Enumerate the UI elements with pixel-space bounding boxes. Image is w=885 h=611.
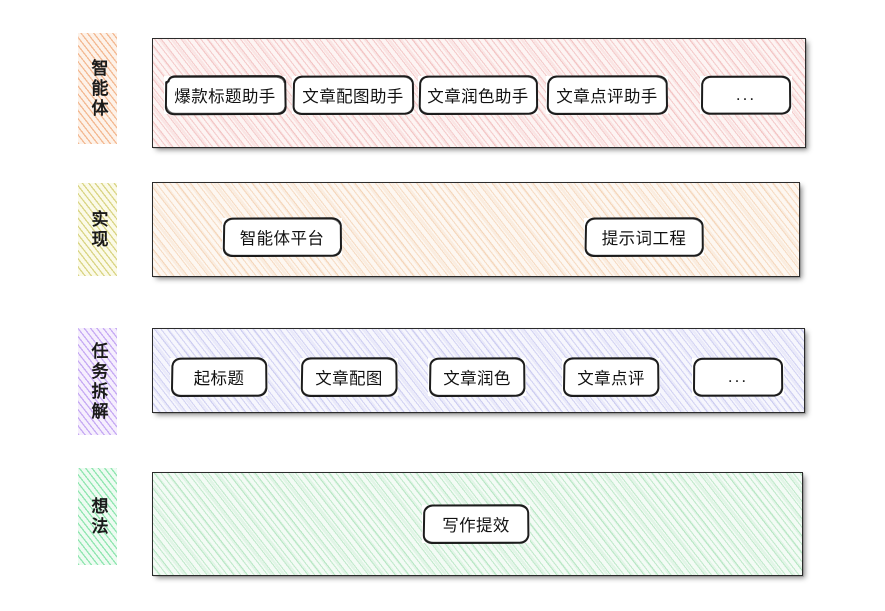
lane-label-task-breakdown-text: 任务拆解 bbox=[88, 341, 108, 422]
node-agent-3[interactable]: 文章润色助手 bbox=[418, 75, 539, 115]
node-implementation-2-label: 提示词工程 bbox=[601, 229, 687, 248]
node-agent-more-label: ... bbox=[735, 84, 757, 104]
node-implementation-2[interactable]: 提示词工程 bbox=[584, 217, 704, 257]
node-task-2[interactable]: 文章配图 bbox=[300, 357, 398, 397]
node-outline-icon bbox=[292, 75, 415, 115]
node-implementation-1-label: 智能体平台 bbox=[239, 229, 325, 248]
lane-label-agent: 智能体 bbox=[78, 33, 117, 144]
node-task-more[interactable]: ... bbox=[692, 357, 784, 397]
node-task-2-label: 文章配图 bbox=[315, 369, 383, 388]
node-agent-2[interactable]: 文章配图助手 bbox=[292, 75, 415, 115]
node-agent-4-label: 文章点评助手 bbox=[556, 87, 658, 106]
node-task-3-label: 文章润色 bbox=[443, 369, 511, 388]
node-agent-2-label: 文章配图助手 bbox=[302, 87, 404, 106]
node-task-more-label: ... bbox=[727, 366, 749, 386]
node-agent-more[interactable]: ... bbox=[700, 75, 792, 115]
node-outline-icon bbox=[693, 357, 784, 397]
lane-label-task-breakdown: 任务拆解 bbox=[78, 328, 117, 435]
node-outline-icon bbox=[546, 75, 668, 115]
lane-label-implementation: 实现 bbox=[78, 183, 117, 276]
node-task-3[interactable]: 文章润色 bbox=[428, 357, 526, 397]
node-agent-1[interactable]: 爆款标题助手 bbox=[164, 75, 287, 116]
node-outline-icon bbox=[584, 217, 704, 257]
node-outline-icon bbox=[164, 75, 287, 116]
node-agent-1-label: 爆款标题助手 bbox=[174, 87, 276, 106]
node-task-4[interactable]: 文章点评 bbox=[562, 357, 660, 397]
node-task-4-label: 文章点评 bbox=[577, 369, 645, 388]
node-idea-1-label: 写作提效 bbox=[442, 516, 510, 535]
node-outline-icon bbox=[563, 357, 660, 397]
lane-label-idea: 想法 bbox=[78, 468, 117, 565]
node-implementation-1[interactable]: 智能体平台 bbox=[222, 217, 342, 257]
node-task-1-label: 起标题 bbox=[193, 369, 245, 388]
node-outline-icon bbox=[429, 357, 526, 397]
node-agent-4[interactable]: 文章点评助手 bbox=[546, 75, 668, 115]
node-outline-icon bbox=[171, 357, 268, 397]
node-idea-1[interactable]: 写作提效 bbox=[422, 504, 530, 544]
node-outline-icon bbox=[418, 75, 539, 115]
node-agent-3-label: 文章润色助手 bbox=[427, 87, 529, 106]
node-outline-icon bbox=[422, 504, 530, 544]
lane-label-implementation-text: 实现 bbox=[88, 209, 108, 250]
node-task-1[interactable]: 起标题 bbox=[170, 357, 268, 397]
lane-label-idea-text: 想法 bbox=[88, 496, 108, 537]
node-outline-icon bbox=[701, 75, 792, 115]
lane-label-agent-text: 智能体 bbox=[88, 58, 108, 119]
node-outline-icon bbox=[300, 357, 398, 397]
node-outline-icon bbox=[222, 217, 342, 257]
